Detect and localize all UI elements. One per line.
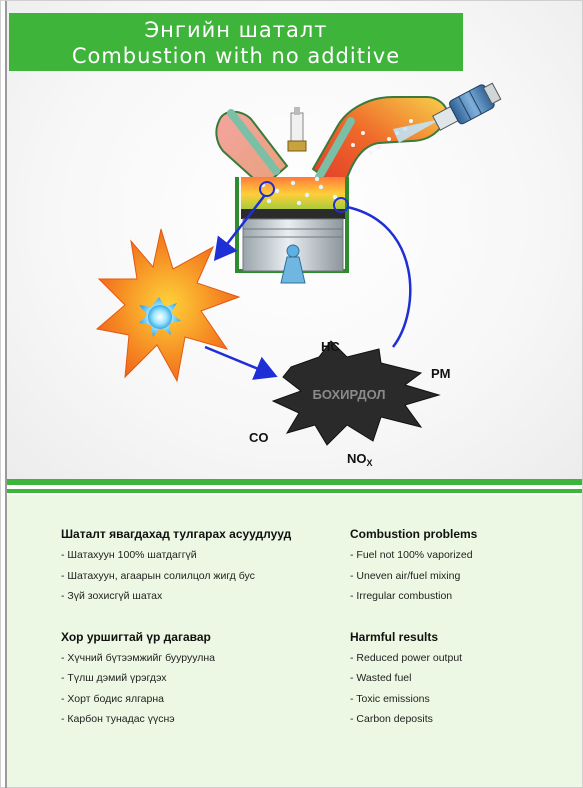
fuel-injector: [432, 82, 502, 131]
result-item-mn: - Түлш дэмий үрэгдэх: [61, 672, 167, 684]
problem-item-mn: - Шатахуун, агаарын солилцол жигд бус: [61, 569, 255, 582]
separator-thick: [7, 479, 582, 485]
pollution-blob: [271, 340, 441, 446]
problems-heading-en: Combustion problems: [350, 527, 478, 541]
problems-heading-mn: Шаталт явагдахад тулгарах асуудлууд: [61, 527, 292, 541]
problem-item-en: - Uneven air/fuel mixing: [350, 569, 461, 582]
results-heading-mn: Хор уршигтай үр дагавар: [61, 629, 211, 644]
result-item-mn: - Хорт бодис ялгарна: [61, 692, 164, 705]
result-item-en: - Wasted fuel: [350, 672, 412, 684]
result-item-mn: - Хүчний бүтээмжийг бууруулна: [61, 651, 216, 664]
combustion-diagram: БОХИРДОЛ HC PM CO NOX: [95, 82, 502, 468]
spray-cone: [393, 119, 441, 143]
result-item-mn: - Карбон тунадас үүснэ: [61, 713, 175, 725]
exhaust-port: [311, 96, 449, 193]
emission-co: CO: [249, 430, 269, 445]
title-mongolian: Энгийн шаталт: [144, 18, 328, 42]
title-english: Combustion with no additive: [71, 44, 401, 68]
problem-item-en: - Irregular combustion: [350, 590, 453, 602]
arrow-chamber-to-pollution: [346, 205, 412, 348]
emission-pm: PM: [431, 366, 451, 381]
explosion-burst: [95, 228, 241, 383]
emission-hc: HC: [321, 339, 340, 354]
explosion-glow: [148, 305, 172, 329]
problem-item-mn: - Шатахуун 100% шатдаггүй: [61, 549, 197, 561]
problem-item-en: - Fuel not 100% vaporized: [350, 549, 473, 561]
result-item-en: - Carbon deposits: [350, 713, 433, 725]
mongolian-column: Шаталт явагдахад тулгарах асуудлууд - Ша…: [61, 527, 331, 734]
emission-nox-main: NO: [347, 451, 367, 466]
results-heading-en: Harmful results: [350, 629, 439, 644]
arrow-to-explosion: [213, 194, 266, 261]
intake-valve-stem: [227, 109, 280, 175]
carbon-deposit: [241, 209, 345, 219]
result-item-en: - Reduced power output: [350, 651, 463, 664]
piston-pin: [286, 244, 300, 258]
fuel-droplets: [260, 176, 338, 206]
connecting-rod: [280, 256, 306, 284]
arrow-explosion-to-pollution: [204, 345, 278, 380]
english-column: Combustion problems - Fuel not 100% vapo…: [350, 527, 570, 734]
spark-plug: [287, 107, 307, 152]
result-item-en: - Toxic emissions: [350, 692, 430, 705]
separator-thin: [7, 489, 582, 493]
title-banner: Энгийн шаталт Combustion with no additiv…: [9, 13, 463, 71]
exhaust-valve-stem: [315, 117, 355, 181]
info-panel: Шаталт явагдахад тулгарах асуудлууд - Ша…: [7, 495, 582, 787]
problem-item-mn: - Зүй зохисгүй шатах: [61, 590, 163, 602]
emission-nox-sub: X: [367, 458, 373, 468]
intake-port: [215, 110, 289, 189]
left-border-line: [5, 1, 7, 788]
emission-nox: NOX: [347, 451, 373, 468]
pollution-label: БОХИРДОЛ: [313, 387, 386, 402]
valve-highlight-left: [259, 181, 275, 197]
valve-highlight-right: [333, 197, 349, 213]
